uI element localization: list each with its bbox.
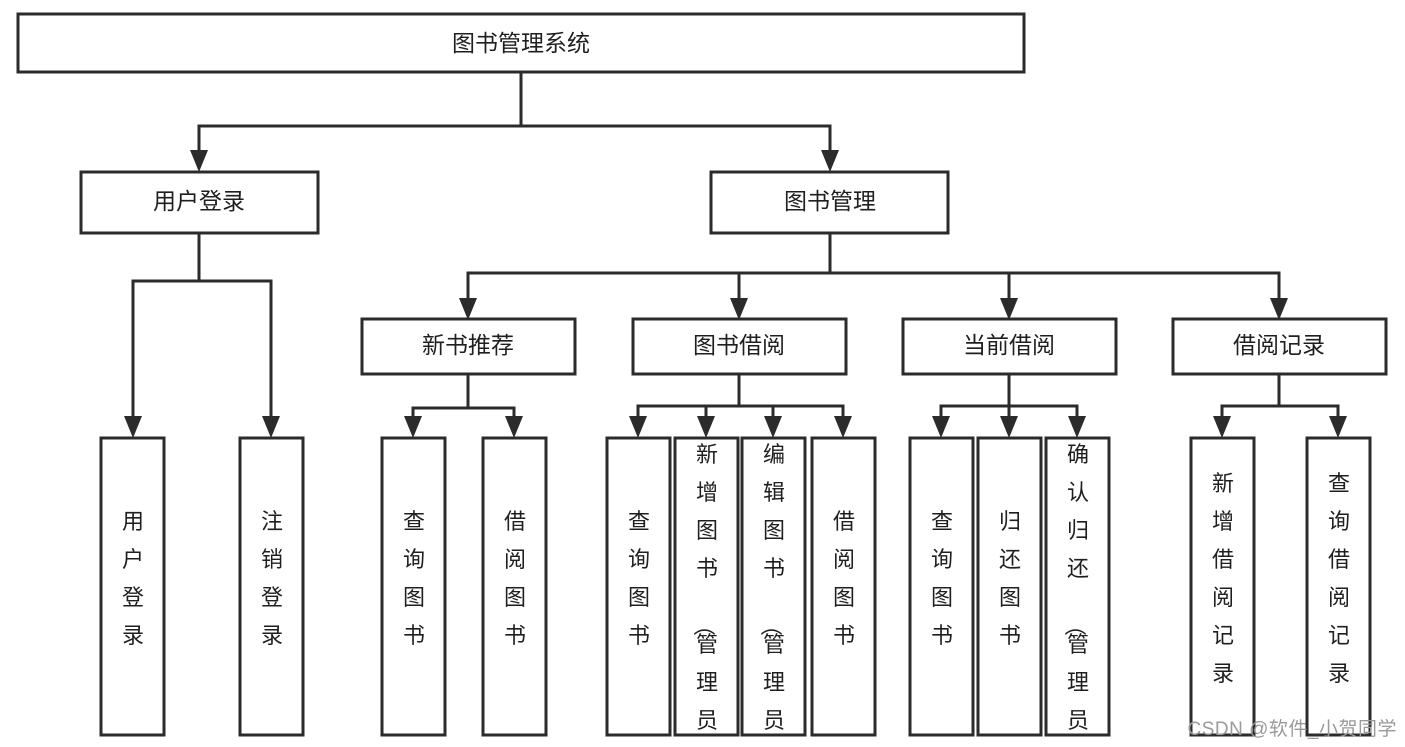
arrow-head-icon [730,298,748,320]
node-leaf-borrow-book-2[interactable]: 借阅图书 [810,436,877,737]
node-leaf-query-book-2[interactable]: 查询图书 [605,436,672,737]
arrow-head-icon [932,416,950,438]
node-leaf-add-record-box[interactable] [1189,436,1256,737]
node-leaf-borrow-book-1-box[interactable] [481,436,548,737]
arrow-head-icon [821,150,839,172]
node-leaf-confirm-return-box[interactable] [1044,436,1111,737]
arrow-head-icon [1000,298,1018,320]
node-leaf-query-record-box[interactable] [1305,436,1372,737]
node-book-borrow-label: 图书借阅 [693,332,785,358]
node-user-login-label: 用户登录 [153,188,245,214]
node-current-borrow[interactable]: 当前借阅 [901,317,1118,376]
node-leaf-confirm-return[interactable]: 确认归还（管理员） [1044,436,1111,747]
node-leaf-user-logout-label: 注销登录 [261,509,283,648]
node-new-book-rec[interactable]: 新书推荐 [360,317,577,376]
node-leaf-query-record-label: 查询借阅记录 [1328,471,1350,686]
node-borrow-record-box[interactable] [1171,317,1388,376]
node-leaf-edit-book-label: 编辑图书（管理员） [758,442,785,747]
node-leaf-add-book-box[interactable] [673,436,740,737]
node-current-borrow-box[interactable] [901,317,1118,376]
arrow-head-icon [629,416,647,438]
arrow-head-icon [1329,416,1347,438]
node-new-book-rec-label: 新书推荐 [422,332,514,358]
arrow-head-icon [764,416,782,438]
node-leaf-confirm-return-label: 确认归还（管理员） [1062,442,1089,747]
node-leaf-query-book-2-box[interactable] [605,436,672,737]
node-book-borrow[interactable]: 图书借阅 [631,317,848,376]
arrow-head-icon [1068,416,1086,438]
node-borrow-record[interactable]: 借阅记录 [1171,317,1388,376]
node-book-manage[interactable]: 图书管理 [709,170,950,235]
node-leaf-user-login-box[interactable] [99,436,166,737]
node-leaf-add-book-label: 新增图书（管理员） [691,442,718,747]
node-leaf-query-book-1[interactable]: 查询图书 [380,436,447,737]
node-leaf-add-book[interactable]: 新增图书（管理员） [673,436,740,747]
arrow-head-icon [190,150,208,172]
node-leaf-query-book-1-label: 查询图书 [403,509,425,648]
node-leaf-add-record-label: 新增借阅记录 [1212,471,1234,686]
arrow-head-icon [697,416,715,438]
arrow-head-icon [1213,416,1231,438]
node-leaf-add-record[interactable]: 新增借阅记录 [1189,436,1256,737]
node-root-label: 图书管理系统 [452,30,590,56]
arrow-head-icon [262,416,280,438]
node-leaf-return-book-label: 归还图书 [999,509,1021,648]
node-leaf-query-book-1-box[interactable] [380,436,447,737]
node-root[interactable]: 图书管理系统 [16,12,1026,74]
arrow-head-icon [1000,416,1018,438]
arrow-head-icon [459,298,477,320]
node-leaf-borrow-book-2-label: 借阅图书 [833,509,855,648]
node-leaf-user-logout-box[interactable] [238,436,305,737]
node-leaf-query-book-3[interactable]: 查询图书 [908,436,975,737]
node-leaf-return-book[interactable]: 归还图书 [976,436,1043,737]
node-leaf-user-logout[interactable]: 注销登录 [238,436,305,737]
arrow-head-icon [505,416,523,438]
connector-layer [124,70,1347,438]
arrow-head-icon [834,416,852,438]
node-leaf-query-book-2-label: 查询图书 [628,509,650,648]
node-leaf-query-book-3-label: 查询图书 [931,509,953,648]
node-current-borrow-label: 当前借阅 [963,332,1055,358]
node-leaf-query-book-3-box[interactable] [908,436,975,737]
node-leaf-borrow-book-2-box[interactable] [810,436,877,737]
arrow-head-icon [124,416,142,438]
arrow-head-icon [404,416,422,438]
node-leaf-borrow-book-1[interactable]: 借阅图书 [481,436,548,737]
node-user-login-box[interactable] [79,170,320,235]
node-leaf-user-login-label: 用户登录 [122,509,144,648]
node-book-manage-box[interactable] [709,170,950,235]
node-borrow-record-label: 借阅记录 [1233,332,1325,358]
node-root-box[interactable] [16,12,1026,74]
node-leaf-query-record[interactable]: 查询借阅记录 [1305,436,1372,737]
node-leaf-user-login[interactable]: 用户登录 [99,436,166,737]
node-leaf-edit-book-box[interactable] [740,436,807,737]
node-user-login[interactable]: 用户登录 [79,170,320,235]
node-book-manage-label: 图书管理 [784,188,876,214]
node-new-book-rec-box[interactable] [360,317,577,376]
node-book-borrow-box[interactable] [631,317,848,376]
node-leaf-borrow-book-1-label: 借阅图书 [504,509,526,648]
node-leaf-return-book-box[interactable] [976,436,1043,737]
node-leaf-edit-book[interactable]: 编辑图书（管理员） [740,436,807,747]
arrow-head-icon [1270,298,1288,320]
